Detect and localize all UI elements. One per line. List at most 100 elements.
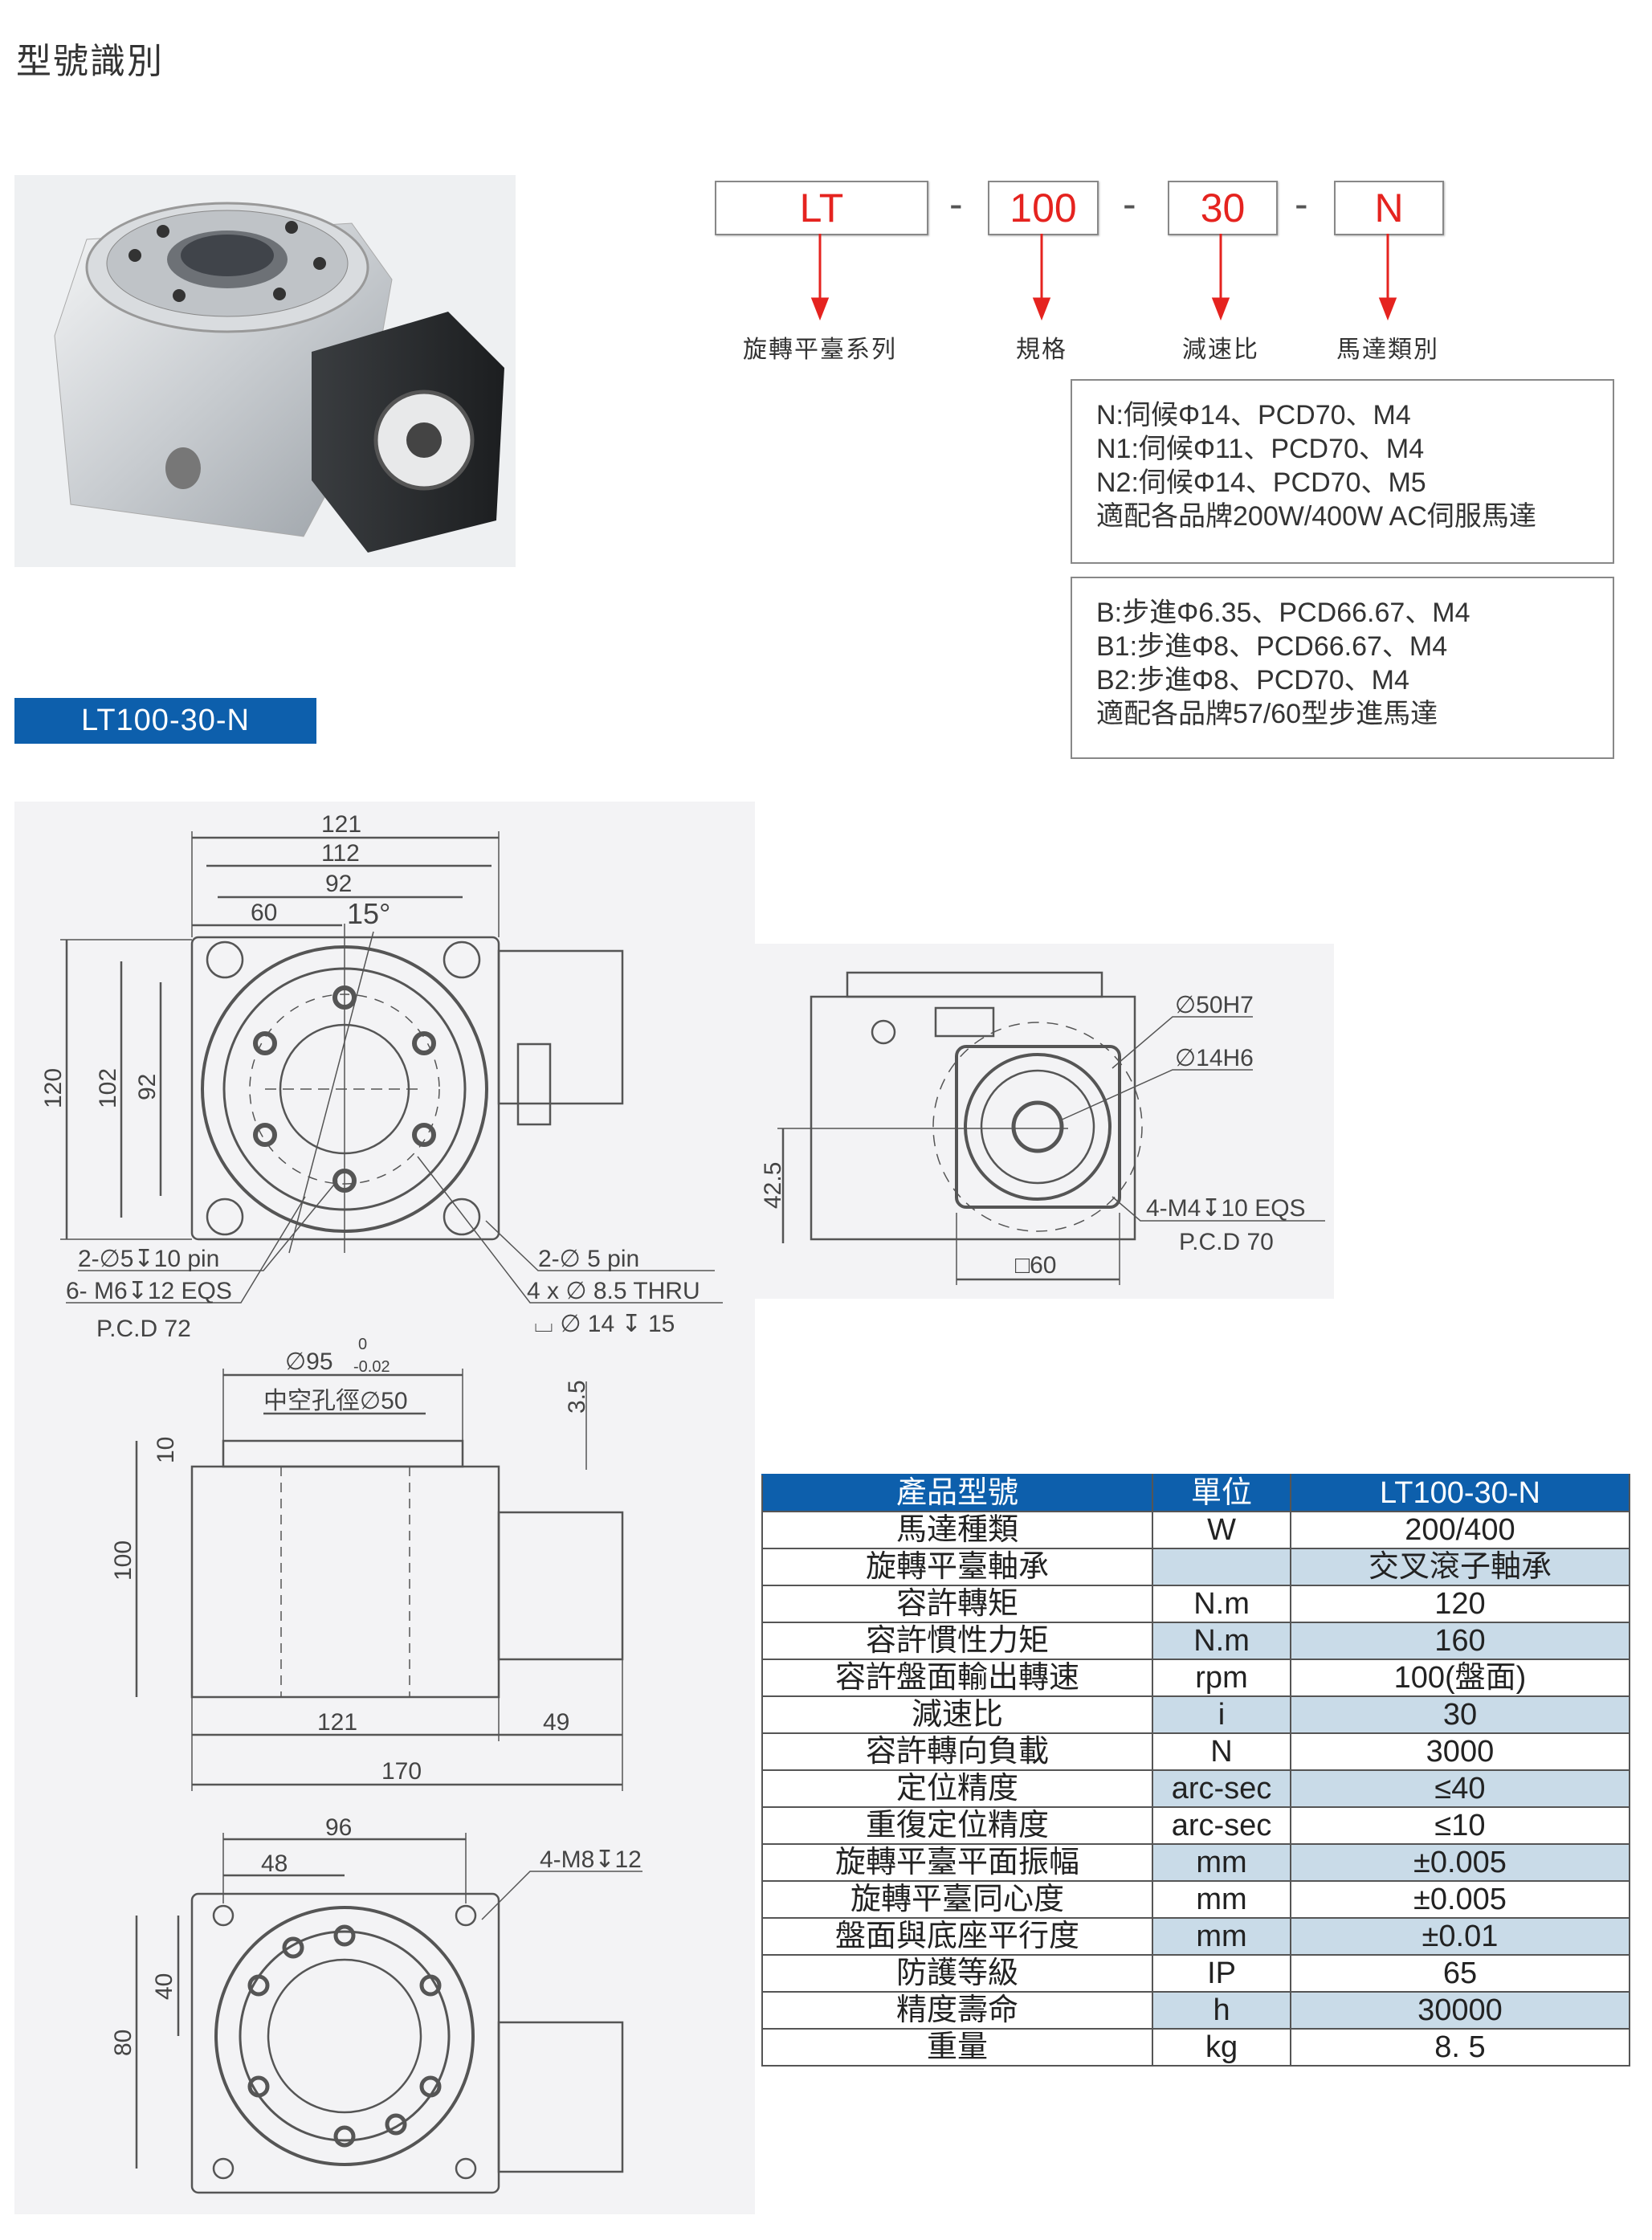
code-size-box: 100	[988, 181, 1099, 235]
dim-label: 92	[134, 1074, 161, 1100]
code-label-series: 旋轉平臺系列	[743, 337, 897, 363]
code-separator: -	[1295, 182, 1308, 226]
callout-label: ⌴ ∅ 14 ↧ 15	[534, 1311, 675, 1337]
spec-unit: mm	[1152, 1917, 1291, 1956]
option-line: B2:步進Φ8、PCD70、M4	[1096, 665, 1409, 696]
spec-unit: kg	[1152, 2028, 1291, 2067]
dim-label: 121	[317, 1709, 357, 1736]
option-line: N2:伺候Φ14、PCD70、M5	[1096, 467, 1426, 498]
code-label-size: 規格	[1016, 337, 1067, 363]
option-line: B1:步進Φ8、PCD66.67、M4	[1096, 631, 1448, 662]
spec-name: 馬達種類	[761, 1511, 1154, 1549]
spec-name: 減速比	[761, 1695, 1154, 1734]
spec-value: 100(盤面)	[1289, 1659, 1631, 1697]
dim-label: 102	[95, 1068, 121, 1108]
spec-unit: IP	[1152, 1954, 1291, 1993]
page-title: 型號識別	[16, 42, 164, 81]
spec-unit: rpm	[1152, 1659, 1291, 1697]
spec-value: 交叉滾子軸承	[1289, 1548, 1631, 1586]
dim-label: 112	[321, 840, 360, 867]
dim-label: 48	[261, 1850, 288, 1877]
dim-label: 3.5	[564, 1380, 590, 1414]
dim-label: 中空孔徑∅50	[263, 1388, 408, 1414]
dim-label: 49	[543, 1709, 569, 1736]
spec-value: 8. 5	[1289, 2028, 1631, 2067]
spec-unit: N	[1152, 1732, 1291, 1771]
spec-name: 容許慣性力矩	[761, 1622, 1154, 1660]
spec-name: 重復定位精度	[761, 1806, 1154, 1845]
code-label-motor: 馬達類別	[1336, 337, 1439, 363]
dim-label: ∅95	[285, 1348, 333, 1375]
header-value: LT100-30-N	[1289, 1474, 1631, 1512]
spec-unit: arc-sec	[1152, 1769, 1291, 1808]
dim-label: 60	[251, 900, 277, 926]
dim-label: 40	[151, 1973, 177, 2000]
spec-name: 容許盤面輸出轉速	[761, 1659, 1154, 1697]
table-row: 旋轉平臺軸承交叉滾子軸承	[761, 1548, 1631, 1586]
spec-name: 盤面與底座平行度	[761, 1917, 1154, 1956]
spec-value: ±0.01	[1289, 1917, 1631, 1956]
dim-tolerance: -0.02	[353, 1358, 390, 1376]
spec-value: 200/400	[1289, 1511, 1631, 1549]
spec-value: ±0.005	[1289, 1843, 1631, 1882]
callout-label: ∅14H6	[1175, 1045, 1254, 1071]
bottom-view-drawing	[135, 1833, 642, 2194]
dim-label: 121	[321, 811, 361, 838]
dim-label: □60	[1015, 1252, 1057, 1279]
spec-unit: arc-sec	[1152, 1806, 1291, 1845]
model-badge: LT100-30-N	[14, 698, 316, 744]
dim-label: 42.5	[760, 1162, 786, 1209]
dim-label: 80	[110, 2030, 137, 2056]
callout-label: 4-M8↧12	[540, 1846, 642, 1873]
product-photo	[14, 175, 516, 567]
code-arrows	[810, 234, 1397, 321]
servo-options-box: N:伺候Φ14、PCD70、M4 N1:伺候Φ11、PCD70、M4 N2:伺候…	[1071, 379, 1614, 564]
spec-value: 30000	[1289, 1991, 1631, 2030]
code-separator: -	[1123, 182, 1136, 226]
callout-label: 2-∅ 5 pin	[538, 1246, 639, 1272]
code-motor-box: N	[1334, 181, 1444, 235]
callout-label: 4-M4↧10 EQS	[1146, 1195, 1306, 1222]
spec-value: 160	[1289, 1622, 1631, 1660]
callout-label: 6- M6↧12 EQS	[66, 1278, 232, 1304]
spec-value: ≤10	[1289, 1806, 1631, 1845]
stepper-options-box: B:步進Φ6.35、PCD66.67、M4 B1:步進Φ8、PCD66.67、M…	[1071, 577, 1614, 759]
table-header-row: 產品型號 單位 LT100-30-N	[761, 1474, 1631, 1512]
callout-label: ∅50H7	[1175, 992, 1254, 1018]
spec-name: 容許轉向負載	[761, 1732, 1154, 1771]
callout-label: 2-∅5↧10 pin	[78, 1246, 219, 1272]
callout-label: P.C.D 70	[1179, 1229, 1274, 1255]
spec-name: 旋轉平臺平面振幅	[761, 1843, 1154, 1882]
option-line: B:步進Φ6.35、PCD66.67、M4	[1096, 598, 1470, 628]
option-line: 適配各品牌57/60型步進馬達	[1096, 699, 1438, 729]
dim-label: 92	[325, 871, 352, 897]
spec-name: 容許轉矩	[761, 1585, 1154, 1623]
spec-name: 精度壽命	[761, 1991, 1154, 2030]
spec-unit: N.m	[1152, 1622, 1291, 1660]
spec-value: ≤40	[1289, 1769, 1631, 1808]
dim-label: 10	[153, 1437, 179, 1463]
spec-value: 3000	[1289, 1732, 1631, 1771]
spec-unit: i	[1152, 1695, 1291, 1734]
dim-label: 170	[381, 1758, 422, 1785]
side-view-drawing	[777, 971, 1325, 1285]
callout-label: P.C.D 72	[96, 1316, 191, 1342]
dim-label: 100	[110, 1540, 137, 1581]
spec-unit: W	[1152, 1511, 1291, 1549]
dim-label: 120	[40, 1068, 67, 1108]
spec-unit: N.m	[1152, 1585, 1291, 1623]
drawing-panel	[14, 802, 755, 2214]
spec-unit	[1152, 1548, 1291, 1586]
code-separator: -	[949, 182, 963, 226]
